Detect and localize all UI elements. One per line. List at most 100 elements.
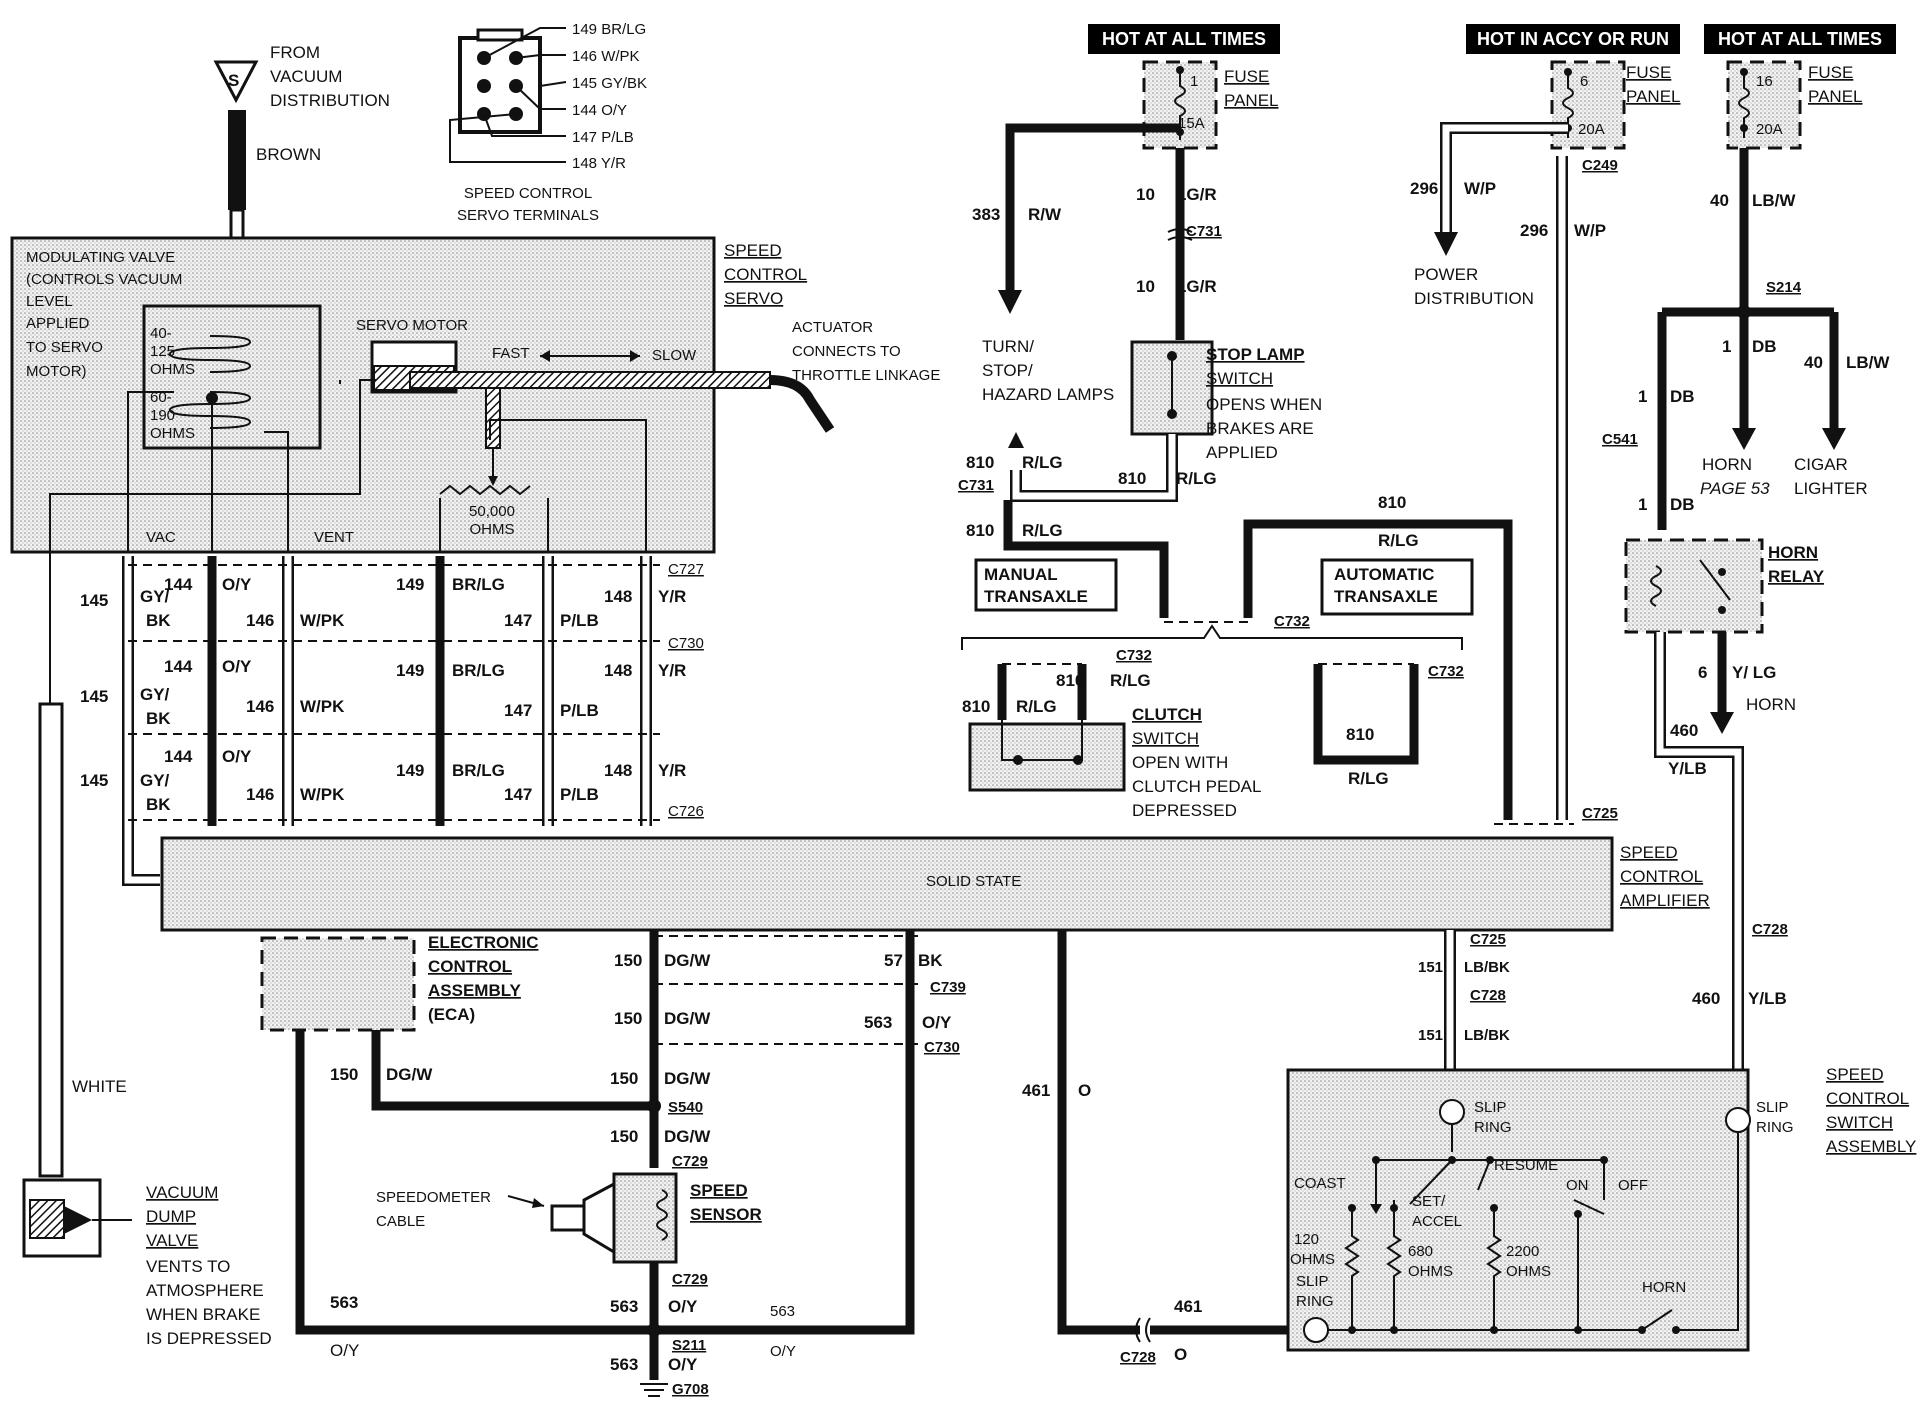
svg-text:563: 563 xyxy=(610,1355,638,1374)
power-header-2: HOT IN ACCY OR RUN xyxy=(1466,24,1680,54)
speed-sensor-circuit: 150 DG/W 57 BK C739 150 DG/W 563 O/Y C73… xyxy=(295,930,1296,1398)
svg-text:148 Y/R: 148 Y/R xyxy=(572,155,626,172)
svg-text:VENT: VENT xyxy=(314,529,354,546)
svg-text:PANEL: PANEL xyxy=(1808,87,1863,106)
svg-text:DG/W: DG/W xyxy=(664,1127,711,1146)
svg-text:OPEN WITH: OPEN WITH xyxy=(1132,753,1228,772)
svg-text:VENTS TO: VENTS TO xyxy=(146,1257,230,1276)
svg-text:APPLIED: APPLIED xyxy=(26,315,90,332)
svg-text:O: O xyxy=(1078,1081,1091,1100)
svg-text:C725: C725 xyxy=(1470,931,1506,948)
vacuum-source: S FROM VACUUM DISTRIBUTION BROWN xyxy=(213,43,390,462)
svg-text:LB/W: LB/W xyxy=(1752,191,1796,210)
svg-text:S540: S540 xyxy=(668,1099,703,1116)
svg-text:150: 150 xyxy=(610,1127,638,1146)
svg-text:146: 146 xyxy=(246,785,274,804)
svg-text:147 P/LB: 147 P/LB xyxy=(572,129,634,146)
svg-text:FUSE: FUSE xyxy=(1224,67,1269,86)
svg-text:COAST: COAST xyxy=(1294,1175,1346,1192)
svg-text:10: 10 xyxy=(1136,277,1155,296)
svg-text:40: 40 xyxy=(1804,353,1823,372)
svg-text:BR/LG: BR/LG xyxy=(452,661,505,680)
svg-text:144: 144 xyxy=(164,575,193,594)
svg-text:Y/LB: Y/LB xyxy=(1748,989,1787,1008)
svg-text:ON: ON xyxy=(1566,1177,1589,1194)
svg-text:DB: DB xyxy=(1670,495,1695,514)
vacuum-dump-line: WHITE VACUUM DUMP VALVE VENTS TO ATMOSPH… xyxy=(22,556,272,1348)
svg-text:SERVO MOTOR: SERVO MOTOR xyxy=(356,317,468,334)
svg-text:SPEED: SPEED xyxy=(1826,1065,1884,1084)
eca-module: ELECTRONIC CONTROL ASSEMBLY (ECA) xyxy=(260,933,539,1032)
svg-text:FUSE: FUSE xyxy=(1808,63,1853,82)
svg-text:STOP LAMP: STOP LAMP xyxy=(1206,345,1305,364)
svg-text:CONTROL: CONTROL xyxy=(428,957,512,976)
horn-circuit: 40 LB/W S214 1 DB 40 LB/W 1 DB C541 HORN… xyxy=(1602,148,1890,1098)
svg-text:DG/W: DG/W xyxy=(664,1069,711,1088)
svg-text:Y/R: Y/R xyxy=(658,761,686,780)
svg-text:C730: C730 xyxy=(668,635,704,652)
svg-text:6: 6 xyxy=(1580,73,1588,90)
svg-text:OFF: OFF xyxy=(1618,1177,1648,1194)
svg-text:HORN: HORN xyxy=(1746,695,1796,714)
svg-text:P/LB: P/LB xyxy=(560,611,599,630)
svg-text:SENSOR: SENSOR xyxy=(690,1205,762,1224)
servo-harness: C727 C730 C726 145 GY/ BK 144 O/Y 146 W/… xyxy=(80,556,704,886)
svg-text:OHMS: OHMS xyxy=(1408,1263,1453,1280)
svg-text:810: 810 xyxy=(962,697,990,716)
svg-text:C541: C541 xyxy=(1602,431,1638,448)
svg-text:Y/LB: Y/LB xyxy=(1668,759,1707,778)
svg-text:O/Y: O/Y xyxy=(222,747,252,766)
svg-text:Y/ LG: Y/ LG xyxy=(1732,663,1776,682)
servo-terminal-block: 149 BR/LG 146 W/PK 145 GY/BK 144 O/Y 147… xyxy=(449,21,647,224)
svg-text:149 BR/LG: 149 BR/LG xyxy=(572,21,646,38)
svg-text:BR/LG: BR/LG xyxy=(452,761,505,780)
svg-text:P/LB: P/LB xyxy=(560,701,599,720)
svg-text:HOT AT ALL TIMES: HOT AT ALL TIMES xyxy=(1102,29,1266,49)
svg-text:W/PK: W/PK xyxy=(300,697,345,716)
svg-text:CONNECTS TO: CONNECTS TO xyxy=(792,343,901,360)
svg-text:60-: 60- xyxy=(150,389,172,406)
speed-control-switch-assembly: C725 151 LB/BK C728 151 LB/BK SLIP RING … xyxy=(1286,930,1916,1352)
svg-text:810: 810 xyxy=(966,453,994,472)
svg-text:50,000: 50,000 xyxy=(469,503,515,520)
svg-text:CABLE: CABLE xyxy=(376,1213,425,1230)
svg-text:SWITCH: SWITCH xyxy=(1132,729,1199,748)
accy-circuit: 296 W/P POWER DISTRIBUTION C249 296 W/P … xyxy=(1410,122,1618,825)
svg-text:150: 150 xyxy=(614,1009,642,1028)
svg-text:POWER: POWER xyxy=(1414,265,1478,284)
svg-text:THROTTLE LINKAGE: THROTTLE LINKAGE xyxy=(792,367,940,384)
svg-text:563: 563 xyxy=(864,1013,892,1032)
svg-text:FROM: FROM xyxy=(270,43,320,62)
svg-text:147: 147 xyxy=(504,785,532,804)
svg-text:BK: BK xyxy=(146,709,171,728)
svg-text:RING: RING xyxy=(1756,1119,1794,1136)
power-header-3: HOT AT ALL TIMES xyxy=(1704,24,1896,54)
svg-text:151: 151 xyxy=(1418,959,1443,976)
svg-text:810: 810 xyxy=(1056,671,1084,690)
svg-text:HORN: HORN xyxy=(1702,455,1752,474)
svg-text:SWITCH: SWITCH xyxy=(1826,1113,1893,1132)
svg-text:SERVO: SERVO xyxy=(724,289,783,308)
svg-text:O/Y: O/Y xyxy=(922,1013,952,1032)
svg-text:149: 149 xyxy=(396,661,424,680)
svg-text:PANEL: PANEL xyxy=(1626,87,1681,106)
svg-text:DISTRIBUTION: DISTRIBUTION xyxy=(270,91,390,110)
svg-text:296: 296 xyxy=(1520,221,1548,240)
svg-text:147: 147 xyxy=(504,701,532,720)
fuse-16: 16 20A FUSE PANEL xyxy=(1726,60,1863,150)
svg-text:RESUME: RESUME xyxy=(1494,1157,1558,1174)
svg-text:O: O xyxy=(1174,1345,1187,1364)
svg-text:OHMS: OHMS xyxy=(470,521,515,538)
svg-text:VAC: VAC xyxy=(146,529,176,546)
svg-text:C726: C726 xyxy=(668,803,704,820)
svg-text:R/LG: R/LG xyxy=(1176,469,1217,488)
svg-text:P/LB: P/LB xyxy=(560,785,599,804)
svg-text:VACUUM: VACUUM xyxy=(270,67,342,86)
svg-text:BROWN: BROWN xyxy=(256,145,321,164)
svg-text:680: 680 xyxy=(1408,1243,1433,1260)
svg-text:190: 190 xyxy=(150,407,175,424)
svg-text:C732: C732 xyxy=(1116,647,1152,664)
svg-text:G708: G708 xyxy=(672,1381,709,1398)
svg-text:PANEL: PANEL xyxy=(1224,91,1279,110)
